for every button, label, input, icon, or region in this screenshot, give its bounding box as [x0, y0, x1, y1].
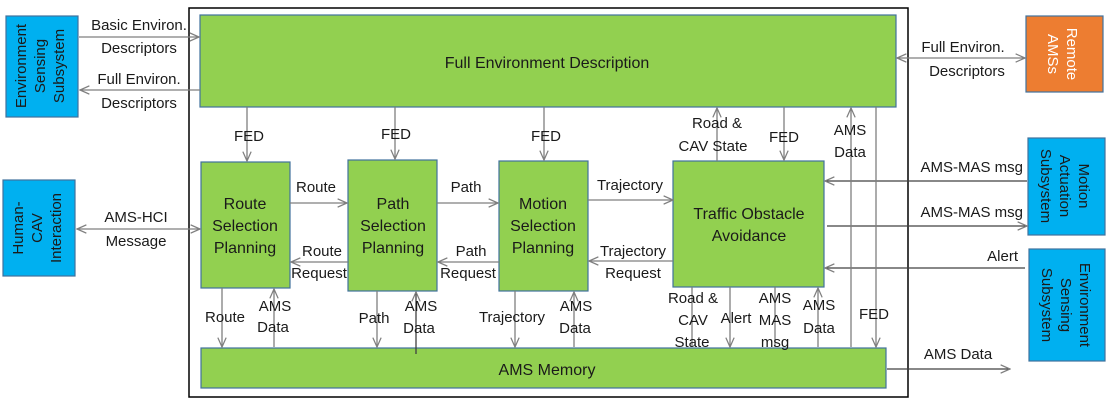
fed-to-memory-label: FED	[859, 306, 889, 323]
env-sensing-right-line1: Environment	[1076, 263, 1093, 348]
motion-selection-planning-block[interactable]: Motion Selection Planning	[498, 160, 589, 292]
route-block-line2: Selection	[212, 218, 278, 235]
remote-amss[interactable]: Remote AMSs	[1025, 15, 1104, 93]
env-sensing-left-line3: Subsystem	[51, 29, 68, 103]
memory-block-label: AMS Memory	[499, 362, 596, 379]
fed-label-toa: FED	[769, 129, 799, 146]
toa-block-line2: Avoidance	[712, 228, 787, 245]
memory-to-path-label-2: Data	[403, 320, 435, 337]
route-block-line3: Planning	[214, 240, 276, 257]
motion-block-line3: Planning	[512, 240, 574, 257]
memory-to-motion-label-2: Data	[559, 320, 591, 337]
alert-to-memory-label: Alert	[721, 310, 753, 327]
ams-mas-stacked-label-3: msg	[761, 334, 789, 351]
memory-to-path-label-1: AMS	[405, 298, 438, 315]
ams-hci-label-2: Message	[106, 233, 167, 250]
full-environ-right-label-1: Full Environ.	[921, 39, 1004, 56]
trajectory-arrow-label: Trajectory	[597, 177, 664, 194]
road-cav-state-up-label-2: CAV State	[679, 138, 748, 155]
path-selection-planning-block[interactable]: Path Selection Planning	[347, 159, 438, 292]
remote-amss-line2: AMSs	[1044, 34, 1061, 74]
route-arrow-label: Route	[296, 179, 336, 196]
fed-block-label: Full Environment Description	[445, 55, 650, 72]
memory-to-motion-label-1: AMS	[560, 298, 593, 315]
path-arrow-label: Path	[451, 179, 482, 196]
basic-environ-label-1: Basic Environ.	[91, 17, 187, 34]
path-block-line3: Planning	[362, 240, 424, 257]
full-environ-left-label-1: Full Environ.	[97, 71, 180, 88]
full-environ-right-label-2: Descriptors	[929, 63, 1005, 80]
ams-data-fed-label-2: Data	[834, 144, 866, 161]
motion-to-memory-label: Trajectory	[479, 309, 546, 326]
remote-amss-line1: Remote	[1063, 28, 1080, 81]
env-sensing-right-line2: Sensing	[1057, 278, 1074, 332]
ams-memory-block[interactable]: AMS Memory	[200, 347, 887, 389]
ams-mas-msg-in-label: AMS-MAS msg	[920, 159, 1023, 176]
toa-block-line1: Traffic Obstacle	[693, 206, 804, 223]
memory-to-route-label-2: Data	[257, 319, 289, 336]
road-cav-state-down-label-2: CAV	[678, 312, 708, 329]
route-request-label-1: Route	[302, 243, 342, 260]
env-sensing-subsystem-left[interactable]: Environment Sensing Subsystem	[5, 15, 79, 118]
env-sensing-subsystem-right[interactable]: Environment Sensing Subsystem	[1028, 248, 1106, 362]
human-cav-interaction[interactable]: Human- CAV Interaction	[2, 179, 76, 277]
env-sensing-right-line3: Subsystem	[1038, 268, 1055, 342]
fed-label-route: FED	[234, 128, 264, 145]
road-cav-state-up-label-1: Road &	[692, 115, 742, 132]
ams-data-out-label: AMS Data	[924, 346, 993, 363]
fed-label-motion: FED	[531, 128, 561, 145]
ams-mas-stacked-label-1: AMS	[759, 290, 792, 307]
trajectory-request-label-1: Trajectory	[600, 243, 667, 260]
trajectory-request-label-2: Request	[605, 265, 662, 282]
motion-actuation-line1: Motion	[1075, 163, 1092, 208]
route-request-label-2: Request	[291, 265, 348, 282]
ams-frame	[188, 7, 909, 398]
motion-block-line2: Selection	[510, 218, 576, 235]
road-cav-state-down-label-3: State	[674, 334, 709, 351]
route-block-line1: Route	[224, 196, 267, 213]
route-selection-planning-block[interactable]: Route Selection Planning	[200, 161, 291, 289]
motion-block-line1: Motion	[519, 196, 567, 213]
full-environ-left-label-2: Descriptors	[101, 95, 177, 112]
road-cav-state-down-label-1: Road &	[668, 290, 718, 307]
human-cav-line1: Human-	[10, 201, 27, 254]
path-to-memory-label: Path	[359, 310, 390, 327]
memory-to-toa-label-1: AMS	[803, 297, 836, 314]
human-cav-line3: Interaction	[48, 193, 65, 263]
env-sensing-left-line2: Sensing	[32, 39, 49, 93]
route-to-memory-label: Route	[205, 309, 245, 326]
path-block-line2: Selection	[360, 218, 426, 235]
motion-actuation-subsystem[interactable]: Motion Actuation Subsystem	[1027, 137, 1106, 236]
path-request-label-1: Path	[456, 243, 487, 260]
human-cav-line2: CAV	[29, 213, 46, 243]
motion-actuation-line2: Actuation	[1056, 155, 1073, 218]
motion-actuation-line3: Subsystem	[1037, 149, 1054, 223]
ams-mas-msg-out-label: AMS-MAS msg	[920, 204, 1023, 221]
path-block-line1: Path	[377, 196, 410, 213]
ams-hci-label-1: AMS-HCI	[104, 209, 167, 226]
path-request-label-2: Request	[440, 265, 497, 282]
traffic-obstacle-avoidance-block[interactable]: Traffic Obstacle Avoidance	[672, 160, 825, 288]
env-sensing-left-line1: Environment	[13, 23, 30, 108]
basic-environ-label-2: Descriptors	[101, 40, 177, 57]
memory-to-route-label-1: AMS	[259, 298, 292, 315]
memory-to-toa-label-2: Data	[803, 320, 835, 337]
ams-data-fed-label-1: AMS	[834, 122, 867, 139]
ams-mas-stacked-label-2: MAS	[759, 312, 792, 329]
alert-in-label: Alert	[987, 248, 1019, 265]
full-environment-description-block[interactable]: Full Environment Description	[199, 14, 897, 108]
fed-label-path: FED	[381, 126, 411, 143]
